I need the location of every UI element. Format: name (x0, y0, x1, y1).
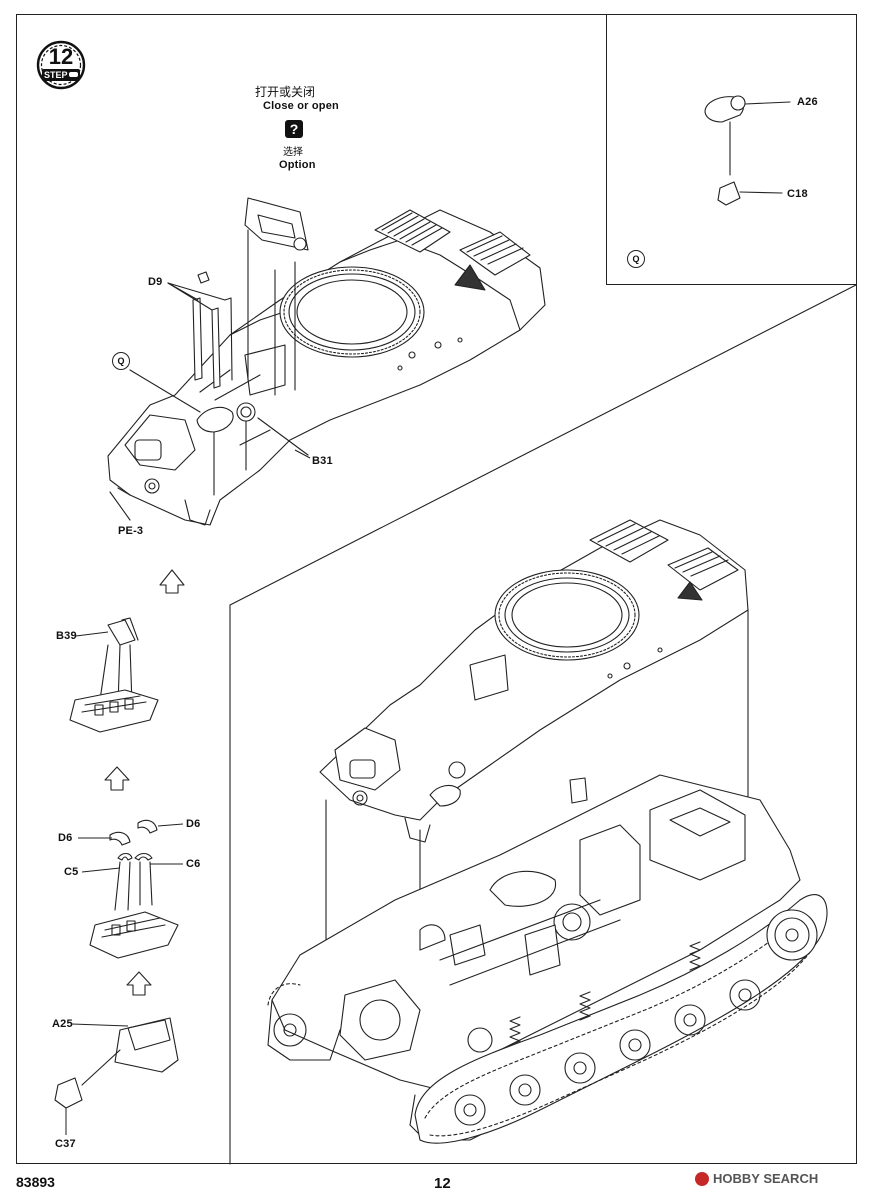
kit-number: 83893 (16, 1174, 55, 1190)
inset-marker-q: Q (627, 250, 645, 268)
part-label-d6-left: D6 (58, 832, 73, 844)
panel-divider-top (229, 284, 857, 606)
watermark-text: HOBBY SEARCH (713, 1171, 819, 1186)
subassembly-a25-c37-drawing (54, 1017, 179, 1109)
inset-label-c18: C18 (787, 188, 808, 200)
part-label-a25: A25 (52, 1018, 73, 1030)
close-or-open-en: Close or open (263, 100, 339, 112)
subassembly-d6-c5-c6-drawing (89, 819, 179, 959)
arrow-up-2 (104, 766, 130, 791)
tank-icon (69, 72, 78, 77)
arrow-up-1 (159, 569, 185, 594)
marker-q: Q (112, 352, 130, 370)
close-or-open-cn: 打开或关闭 (255, 85, 316, 99)
step-badge: 12 STEP (36, 40, 86, 90)
part-label-b39: B39 (56, 630, 77, 642)
main-chassis-drawing (267, 519, 828, 1144)
detail-inset-box (606, 14, 857, 285)
page-frame (16, 14, 857, 1164)
part-label-d6-right: D6 (186, 818, 201, 830)
watermark: HOBBY SEARCH (695, 1171, 818, 1186)
subassembly-b39-drawing (69, 617, 159, 733)
hobby-search-logo-icon (695, 1171, 709, 1186)
part-label-c6: C6 (186, 858, 201, 870)
step-label: STEP (44, 70, 68, 80)
upper-hull-drawing (107, 197, 546, 526)
part-label-b31: B31 (312, 455, 333, 467)
flow-arrows (104, 569, 185, 996)
part-label-c5: C5 (64, 866, 79, 878)
step-number: 12 (48, 44, 74, 69)
part-label-pe3: PE-3 (118, 525, 144, 537)
part-label-d9: D9 (148, 276, 163, 288)
option-question-icon: ? (285, 120, 303, 138)
option-en: Option (279, 159, 316, 171)
page-number: 12 (434, 1175, 451, 1192)
arrow-up-3 (126, 971, 152, 996)
inset-detail-drawing (704, 95, 791, 206)
inset-label-a26: A26 (797, 96, 818, 108)
option-cn: 选择 (283, 147, 303, 158)
part-label-c37: C37 (55, 1138, 76, 1150)
